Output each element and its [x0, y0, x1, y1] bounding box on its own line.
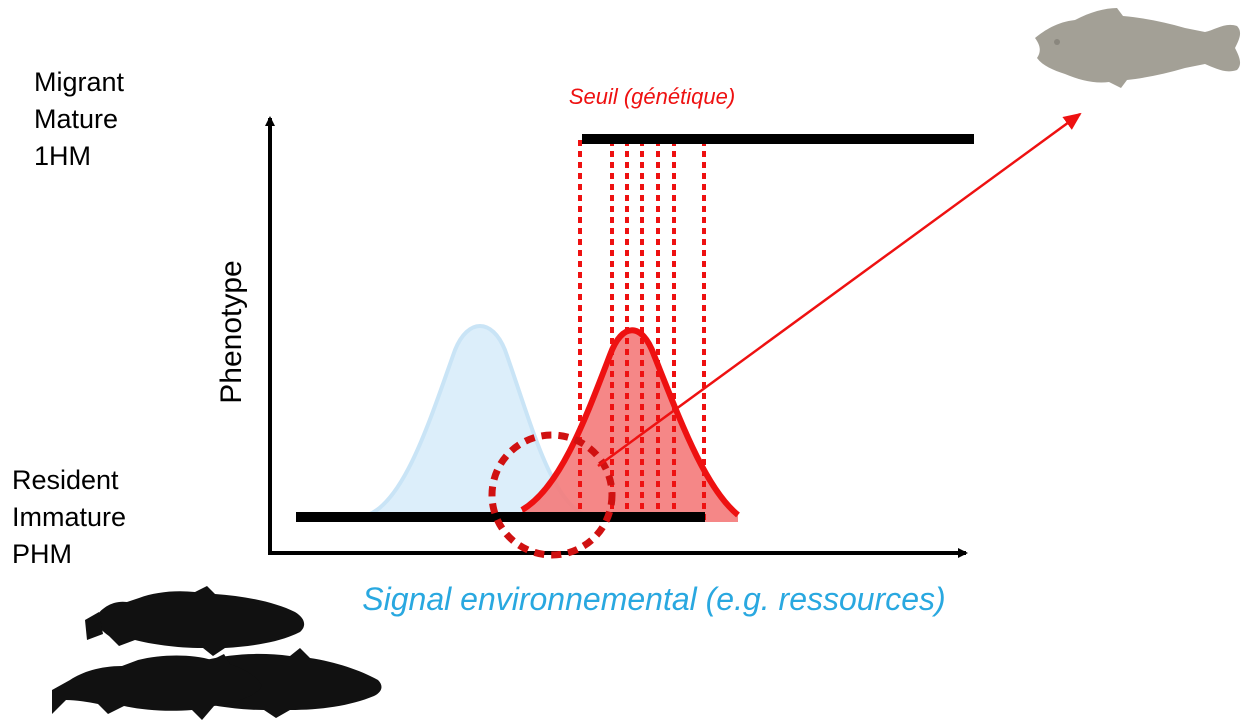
migrant-state-line: Migrant — [34, 67, 125, 97]
resident-state-line: PHM — [12, 539, 72, 569]
migrant-state-line: 1HM — [34, 141, 92, 171]
baseline-distribution-curve — [367, 324, 586, 517]
shift-arrow — [597, 112, 1082, 468]
migrant-state-label: Migrant Mature 1HM — [34, 64, 124, 175]
shifted-distribution-curve — [520, 327, 740, 518]
resident-state-line: Immature — [12, 502, 127, 532]
trout-silhouette-grey-icon — [1035, 8, 1241, 88]
y-axis-label: Phenotype — [215, 260, 248, 403]
threshold-lines — [578, 140, 706, 520]
shifted-distribution-fill — [522, 330, 738, 522]
x-axis-label: Signal environnemental (e.g. ressources) — [362, 581, 945, 617]
resident-state-line: Resident — [12, 465, 119, 495]
resident-state-label: Resident Immature PHM — [12, 462, 126, 573]
migrant-state-line: Mature — [34, 104, 119, 134]
trout-group-silhouette-black-icon — [52, 586, 382, 720]
threshold-label: Seuil (génétique) — [569, 84, 735, 109]
overlap-highlight-circle — [488, 431, 616, 559]
